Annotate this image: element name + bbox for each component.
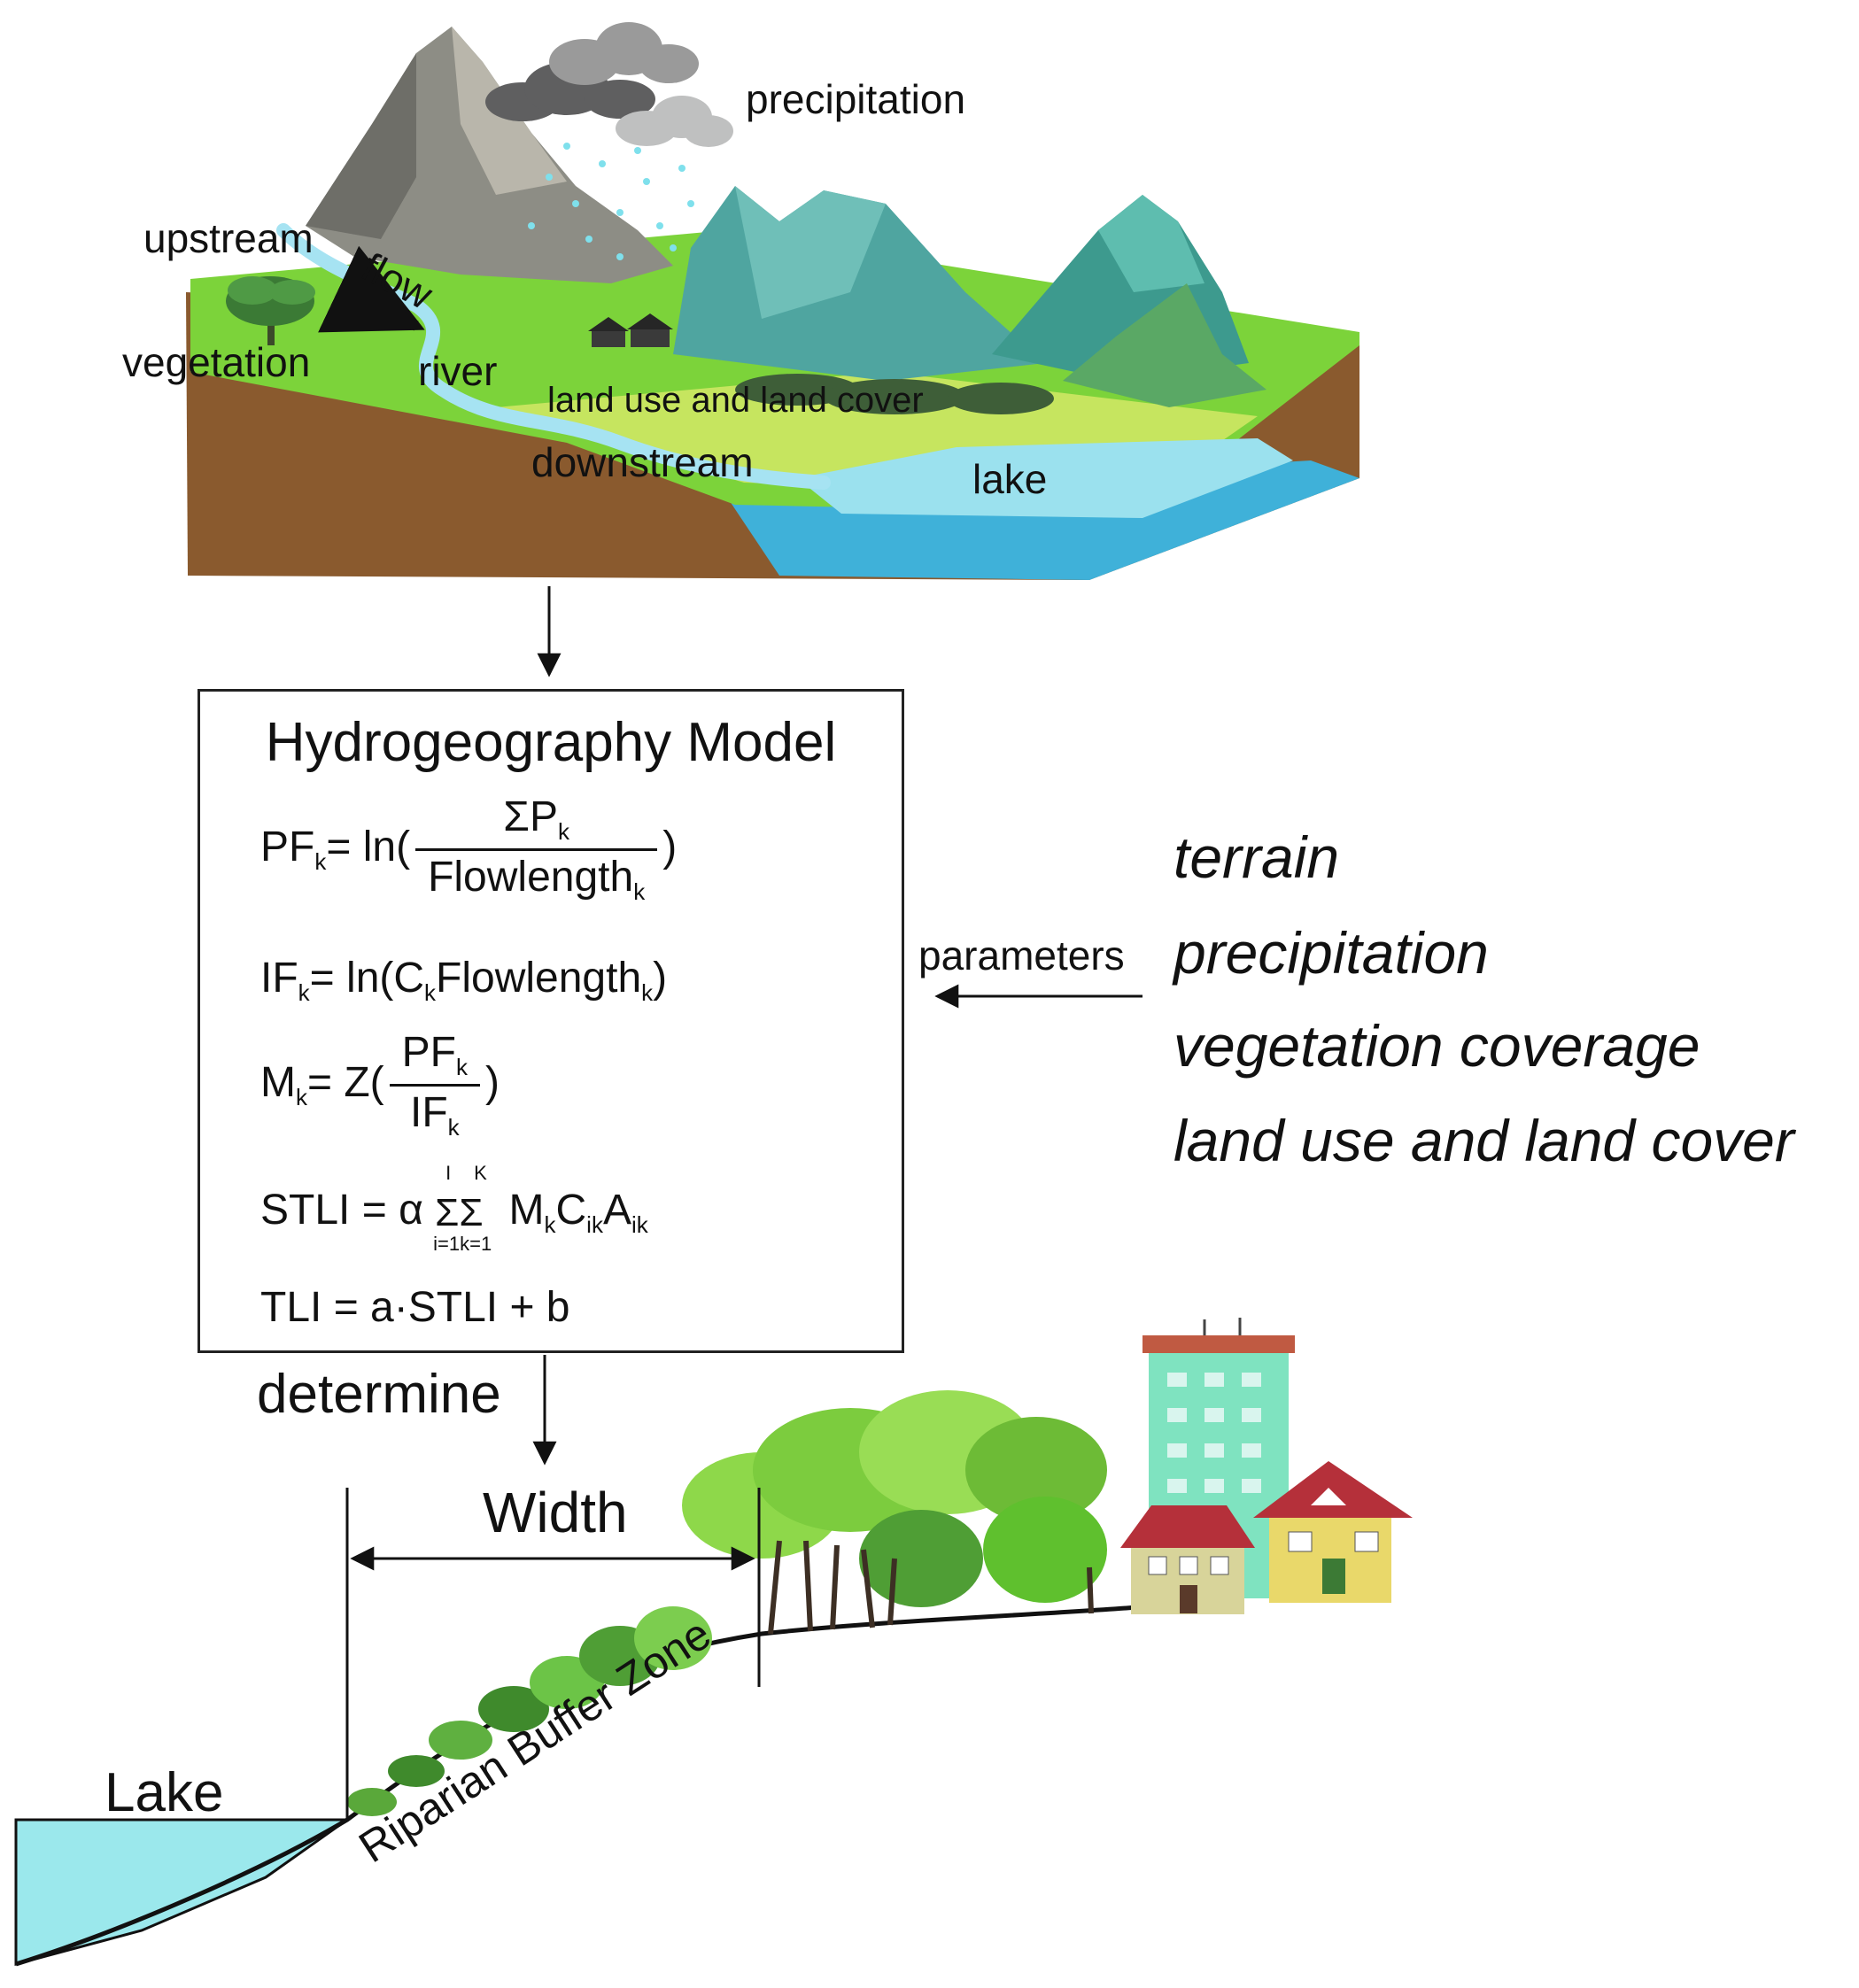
precipitation-label: precipitation [746,76,965,122]
eq2-part1-sub: k [424,979,437,1006]
eq1-close: ) [662,824,678,871]
eq3-denominator: IF [410,1089,448,1136]
downstream-label: downstream [531,439,754,485]
parameter-vegetation-coverage: vegetation coverage [1173,1013,1700,1079]
parameter-terrain: terrain [1173,824,1340,890]
eq2-part1: = ln(C [309,955,425,1002]
equation-stli: STLI = α I K ΣΣ i=1k=1 MkCikAik [260,1164,648,1254]
lake-label-bottom: Lake [105,1762,223,1823]
upstream-label: upstream [143,215,314,261]
eq1-lhs: PF [260,824,315,871]
eq3-numerator: PF [401,1029,456,1076]
eq4-lhs: STLI = α [260,1187,423,1234]
grey-mountain-shade [306,53,416,239]
riparian-zone-label: Riparian Buffer Zone [350,1608,719,1872]
eq2-lhs: IF [260,955,298,1002]
equation-tli: TLI = a·STLI + b [260,1284,570,1331]
double-sum: I K ΣΣ i=1k=1 [433,1164,497,1254]
eq3-op: = Z( [306,1059,384,1107]
sum-lower-limits: i=1k=1 [433,1233,492,1255]
eq3-close: ) [485,1059,500,1107]
forest-canopy [682,1390,1107,1607]
rain-drops [528,143,694,260]
house-icon [1120,1505,1255,1614]
width-label: Width [483,1481,628,1544]
parameter-land-use: land use and land cover [1173,1108,1794,1173]
eq4-m: M [508,1187,545,1234]
cloud-icon [616,96,733,147]
determine-label: determine [257,1364,501,1425]
eq4-c-sub: ik [586,1211,603,1238]
eq4-a-sub: ik [631,1211,648,1238]
sum-upper-i: I [445,1162,452,1184]
cloud-icon [549,22,699,85]
parameters-label: parameters [918,932,1125,979]
eq2-part2-sub: k [641,979,654,1006]
forest-patch [735,374,1054,414]
eq2-close: ) [653,955,668,1002]
eq1-lhs-sub: k [314,848,327,876]
eq3-numerator-sub: k [456,1054,468,1080]
eq4-a: A [602,1187,631,1234]
riparian-illustration: Width Lake Riparian Buffer Zone [14,1318,1413,1967]
eq3-lhs-sub: k [295,1084,307,1111]
landscape-illustration: precipitation upstream flow vegetation r… [122,22,1359,580]
house-icon [588,313,673,347]
lake-water-bottom [14,1818,352,1966]
eq1-numerator: ΣP [503,793,558,840]
lake-water [797,438,1293,518]
house-icon [1253,1461,1413,1603]
vegetation-label: vegetation [122,339,310,385]
lake-label: lake [972,456,1047,502]
eq1-op: = ln( [326,824,411,871]
equation-if: IFk= ln(CkFlowlengthk) [260,955,668,1006]
land-use-label: land use and land cover [547,381,924,420]
green-hill [1063,283,1266,407]
eq3-denominator-sub: k [447,1114,460,1141]
eq4-c: C [555,1187,587,1234]
river-label: river [418,348,497,394]
model-title: Hydrogeography Model [265,712,837,773]
tree-icon [226,276,315,345]
eq1-denominator-sub: k [633,878,646,905]
eq2-part2: Flowlength [436,955,642,1002]
tree-trunks [768,1540,1094,1635]
teal-mountain-center-light [735,186,886,319]
sigma-symbol: ΣΣ [435,1191,484,1234]
flow-arrow [318,245,425,333]
sum-upper-k: K [474,1162,487,1184]
shrub-cluster [347,1606,712,1816]
eq4-m-sub: k [544,1211,556,1238]
eq3-lhs: M [260,1059,296,1107]
eq1-denominator: Flowlength [428,854,634,901]
eq2-lhs-sub: k [298,979,310,1006]
parameter-precipitation: precipitation [1173,920,1489,986]
eq1-numerator-sub: k [557,818,569,845]
teal-mountain-right-light [1098,195,1204,292]
